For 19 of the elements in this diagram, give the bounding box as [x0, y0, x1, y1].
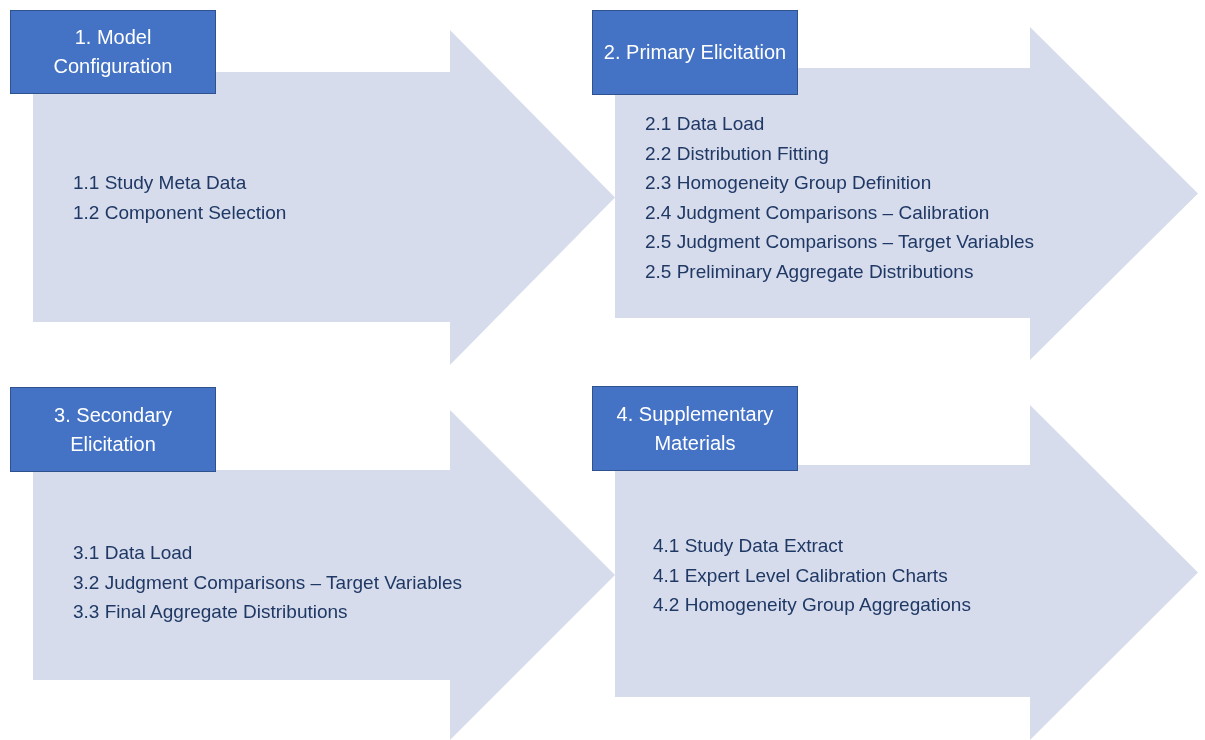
step-header-box: 1. Model Configuration [10, 10, 216, 94]
list-item: 2.5 Judgment Comparisons – Target Variables [645, 230, 1034, 254]
arrow-shape [615, 405, 1198, 740]
step-header-box: 4. Supplementary Materials [592, 386, 798, 471]
list-item: 1.1 Study Meta Data [73, 171, 247, 195]
list-item: 3.3 Final Aggregate Distributions [73, 600, 348, 624]
list-item: 4.1 Study Data Extract [653, 534, 844, 558]
step-header-box: 2. Primary Elicitation [592, 10, 798, 95]
list-item: 2.3 Homogeneity Group Definition [645, 171, 932, 195]
list-item: 3.1 Data Load [73, 541, 193, 565]
list-item: 2.2 Distribution Fitting [645, 141, 829, 166]
step-header-box: 3. Secondary Elicitation [10, 387, 216, 472]
list-item: 2.5 Preliminary Aggregate Distributions [645, 259, 974, 284]
list-item: 3.2 Judgment Comparisons – Target Variables [73, 570, 462, 595]
list-item: 2.4 Judgment Comparisons – Calibration [645, 200, 990, 225]
list-item: 4.1 Expert Level Calibration Charts [653, 563, 948, 588]
list-item: 2.1 Data Load [645, 112, 765, 136]
list-item: 4.2 Homogeneity Group Aggregations [653, 593, 971, 617]
list-item: 1.2 Component Selection [73, 200, 287, 225]
